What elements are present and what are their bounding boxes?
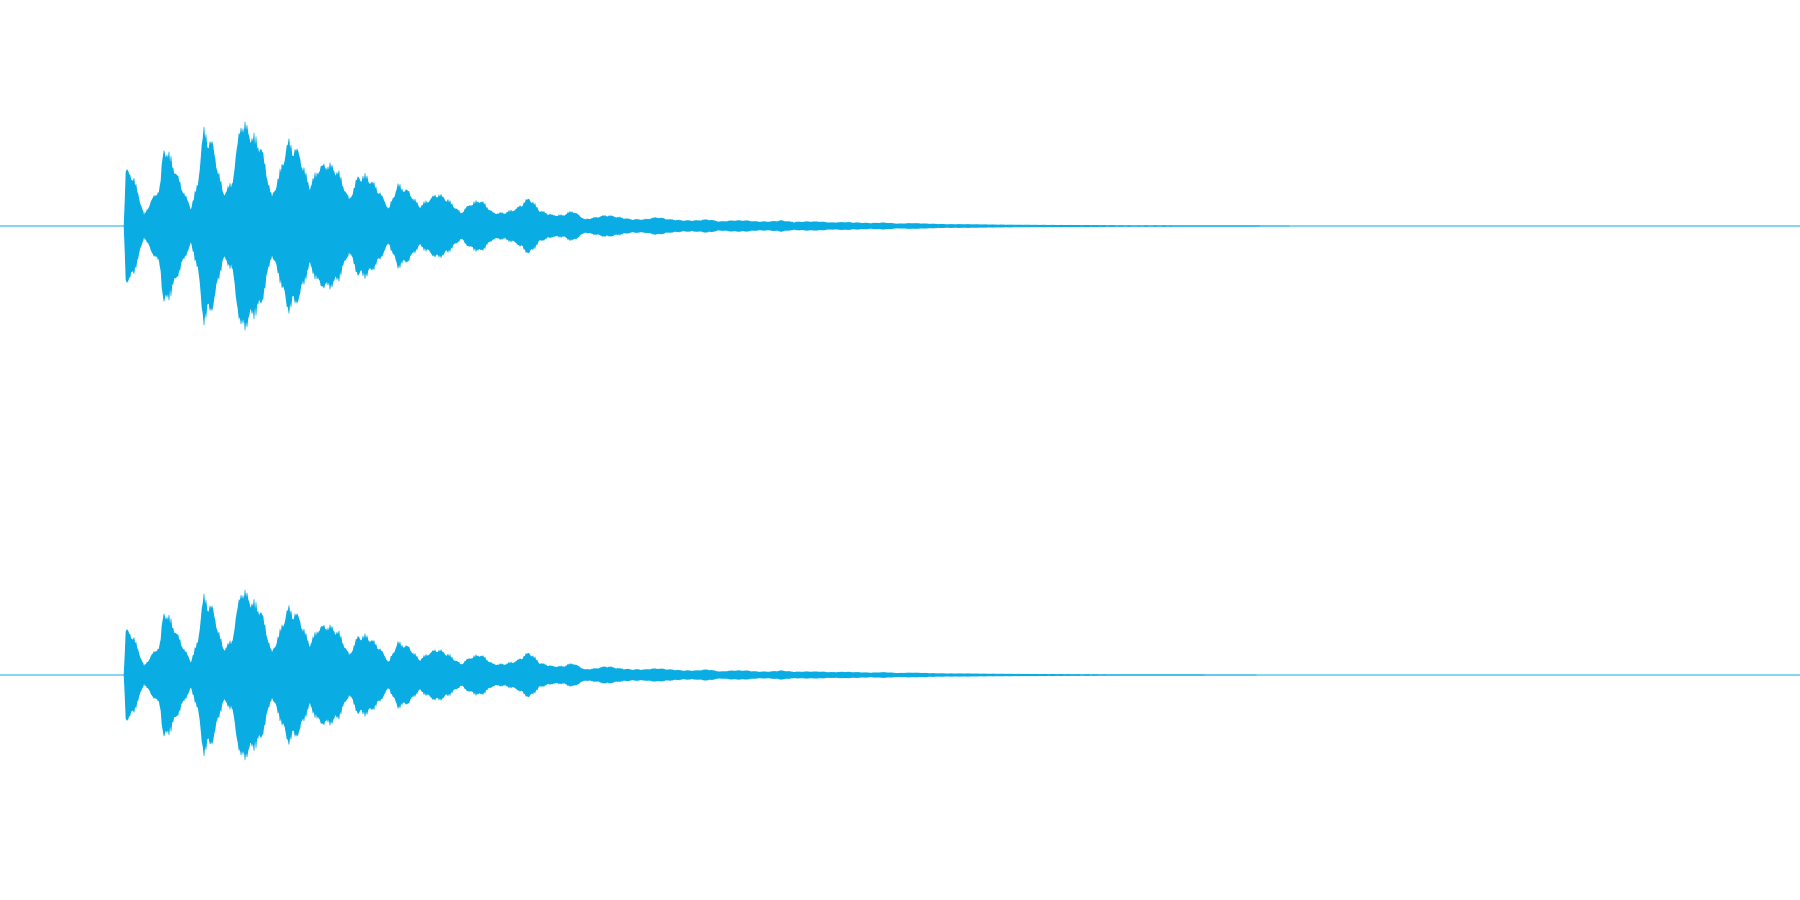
channel-1-waveform xyxy=(0,121,1800,331)
channel-2-signal xyxy=(0,589,1800,761)
channel-2-waveform xyxy=(0,589,1800,761)
channel-1-signal xyxy=(0,121,1800,331)
